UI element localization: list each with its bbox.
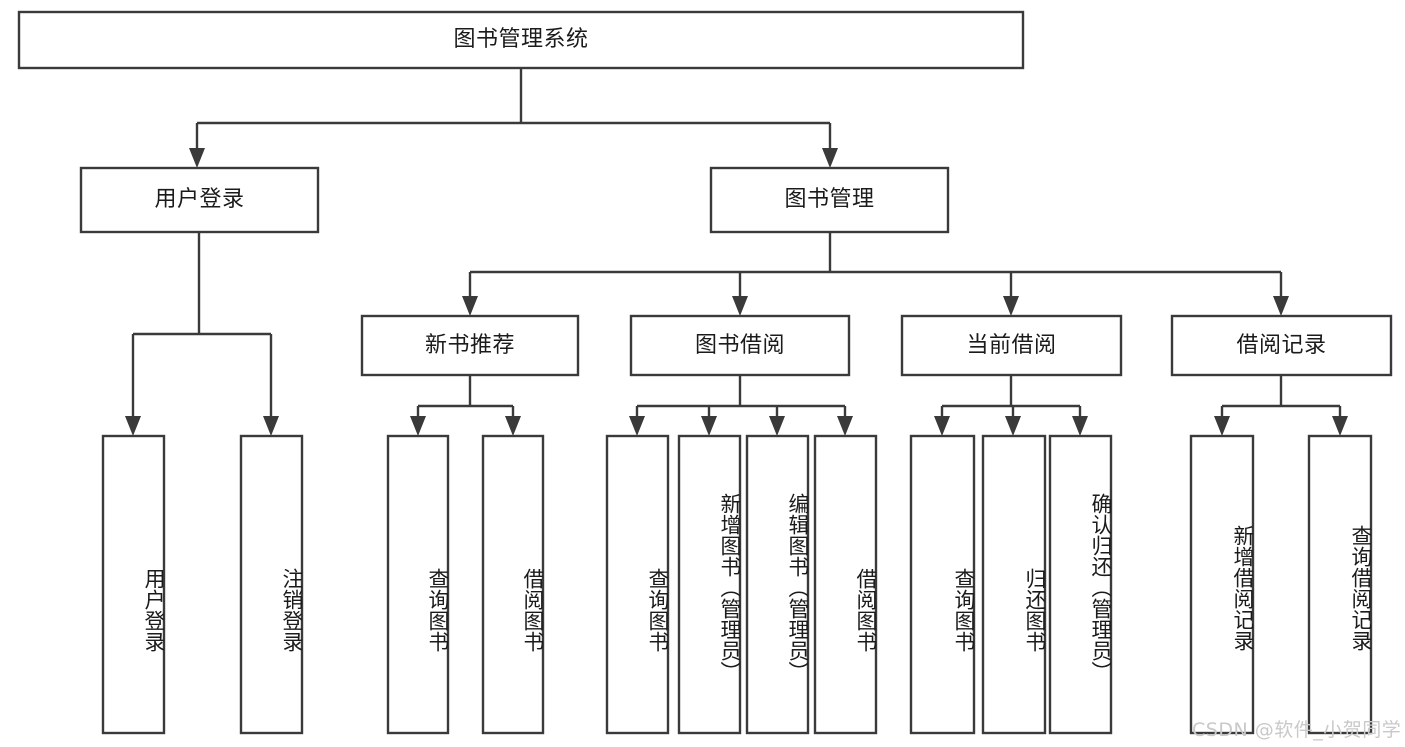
leaf-box-query-book-b[interactable] bbox=[605, 434, 670, 735]
connector-group-root-to-level2 bbox=[189, 68, 838, 168]
leaf-box-logout[interactable] bbox=[239, 434, 304, 735]
leaf-box-borrow-book-b[interactable] bbox=[813, 434, 878, 735]
node-box-book-borrow[interactable] bbox=[629, 314, 851, 377]
arrowhead-leaf-query-record bbox=[1332, 416, 1348, 436]
node-box-root[interactable] bbox=[17, 10, 1025, 70]
leaf-box-user-login[interactable] bbox=[101, 434, 166, 735]
node-box-current-borrow[interactable] bbox=[900, 314, 1123, 377]
connector-group-book-mgmt-to-level3 bbox=[462, 232, 1289, 316]
leaf-box-add-book[interactable] bbox=[677, 434, 742, 735]
arrowhead-leaf-add-record bbox=[1214, 416, 1230, 436]
leaf-box-confirm-return[interactable] bbox=[1048, 434, 1113, 735]
arrowhead-leaf-edit-book bbox=[769, 416, 785, 436]
arrowhead-leaf-user-login bbox=[125, 416, 141, 436]
arrowhead-leaf-query-book-b bbox=[629, 416, 645, 436]
arrowhead-user-login bbox=[189, 148, 205, 168]
arrowhead-leaf-borrow-book-a bbox=[505, 416, 521, 436]
leaf-box-borrow-book-a[interactable] bbox=[481, 434, 545, 735]
leaf-box-return-book[interactable] bbox=[981, 434, 1047, 735]
node-box-book-management[interactable] bbox=[709, 166, 950, 234]
arrowhead-leaf-query-book-a bbox=[410, 416, 426, 436]
node-box-user-login[interactable] bbox=[79, 166, 320, 234]
leaf-box-query-book-a[interactable] bbox=[386, 434, 450, 735]
node-box-borrow-record[interactable] bbox=[1170, 314, 1393, 377]
arrowhead-leaf-confirm-return bbox=[1072, 416, 1088, 436]
connector-group-current-borrow-leaves bbox=[934, 375, 1088, 436]
connector-group-book-borrow-leaves bbox=[629, 375, 853, 436]
arrowhead-current-borrow bbox=[1003, 296, 1019, 316]
arrowhead-borrow-record bbox=[1273, 296, 1289, 316]
leaf-box-add-borrow-record[interactable] bbox=[1189, 434, 1255, 735]
connector-group-new-book-leaves bbox=[410, 375, 521, 436]
arrowhead-book-mgmt bbox=[822, 148, 838, 168]
arrowhead-leaf-borrow-book-b bbox=[837, 416, 853, 436]
arrowhead-new-book-recommend bbox=[462, 296, 478, 316]
arrowhead-leaf-add-book bbox=[701, 416, 717, 436]
arrowhead-leaf-logout bbox=[263, 416, 279, 436]
arrowhead-leaf-query-book-c bbox=[934, 416, 950, 436]
leaf-box-query-borrow-record[interactable] bbox=[1307, 434, 1373, 735]
node-box-new-book-recommend[interactable] bbox=[360, 314, 580, 377]
arrowhead-book-borrow bbox=[732, 296, 748, 316]
connector-group-user-login-leaves bbox=[125, 232, 279, 436]
connector-group-borrow-record-leaves bbox=[1214, 375, 1348, 436]
arrowhead-leaf-return-book bbox=[1005, 416, 1021, 436]
leaf-box-query-book-c[interactable] bbox=[909, 434, 976, 735]
leaf-box-edit-book[interactable] bbox=[745, 434, 810, 735]
